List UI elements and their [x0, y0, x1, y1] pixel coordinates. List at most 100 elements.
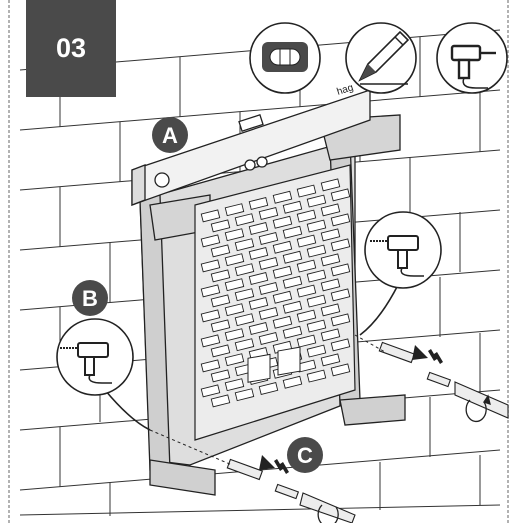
panel-hole	[258, 281, 279, 295]
panel-hole	[330, 338, 351, 352]
callout-b-disc	[72, 280, 108, 316]
panel-hole	[210, 344, 231, 358]
panel-hole	[272, 240, 293, 254]
panel-hole	[320, 203, 341, 217]
arrow-bottom-icon	[259, 455, 289, 474]
panel-hole	[272, 265, 293, 279]
panel-hole	[272, 290, 293, 304]
panel-hole	[248, 196, 269, 210]
panel-hole	[248, 246, 269, 260]
panel-hole	[234, 388, 255, 402]
panel-hole	[320, 303, 341, 317]
panel-hole	[210, 319, 231, 333]
drill-callout-right	[364, 211, 442, 289]
pencil-icon	[345, 22, 417, 94]
level-brand-text: hag	[336, 82, 355, 98]
screwdriver-rotate-icon-2	[317, 504, 339, 523]
panel-hole	[224, 328, 245, 342]
panel-hole	[320, 253, 341, 267]
panel-hole	[272, 190, 293, 204]
panel-hole	[282, 275, 303, 289]
panel-hole	[306, 219, 327, 233]
panel-hole	[296, 184, 317, 198]
panel-hole	[330, 313, 351, 327]
drill-callout-b	[56, 318, 134, 396]
panel-hole	[234, 313, 255, 327]
callout-c-disc	[287, 437, 323, 473]
callout-c-label: C	[297, 443, 313, 468]
panel-hole	[248, 221, 269, 235]
panel-hole	[210, 294, 231, 308]
panel-hole	[258, 206, 279, 220]
panel-hole	[224, 378, 245, 392]
panel-hole	[258, 231, 279, 245]
panel-hole	[282, 325, 303, 339]
panel-hole	[234, 263, 255, 277]
panel-hole	[248, 296, 269, 310]
panel-hole	[282, 300, 303, 314]
panel-hole	[296, 334, 317, 348]
spirit-level-icon	[249, 22, 321, 94]
panel-hole	[282, 225, 303, 239]
panel-hole	[296, 259, 317, 273]
panel-hole	[210, 394, 231, 408]
panel-hole	[224, 303, 245, 317]
arrow-right-icon	[412, 345, 443, 364]
panel-hole	[320, 228, 341, 242]
panel-hole	[248, 271, 269, 285]
panel-hole	[210, 219, 231, 233]
panel-hole	[306, 344, 327, 358]
panel-hole	[296, 209, 317, 223]
panel-hole	[200, 359, 221, 373]
panel-hole	[282, 250, 303, 264]
panel-hole	[200, 259, 221, 273]
panel-hole	[296, 234, 317, 248]
panel-hole	[306, 319, 327, 333]
panel-hole	[306, 369, 327, 383]
panel-hole	[330, 188, 351, 202]
perforated-panel	[194, 164, 356, 441]
panel-hole	[200, 284, 221, 298]
panel-hole	[258, 256, 279, 270]
callout-a-label: A	[162, 123, 178, 148]
panel-hole	[234, 238, 255, 252]
panel-hole	[320, 328, 341, 342]
panel-hole	[272, 315, 293, 329]
panel-hole	[210, 244, 231, 258]
panel-hole	[282, 200, 303, 214]
panel-hole	[258, 331, 279, 345]
panel-hole	[200, 384, 221, 398]
spirit-level	[131, 89, 371, 206]
panel-hole	[210, 269, 231, 283]
callout-b-label: B	[82, 286, 98, 311]
panel-hole	[224, 278, 245, 292]
panel-hole	[234, 213, 255, 227]
panel-hole	[330, 363, 351, 377]
panel-hole	[320, 278, 341, 292]
screwdriver-rotate-icon	[465, 394, 491, 423]
panel-hole	[296, 284, 317, 298]
panel-hole	[224, 353, 245, 367]
panel-hole	[306, 244, 327, 258]
panel-hole	[200, 334, 221, 348]
panel-hole	[320, 353, 341, 367]
panel-hole	[282, 375, 303, 389]
panel-hole	[272, 215, 293, 229]
panel-hole	[234, 338, 255, 352]
panel-hole	[224, 253, 245, 267]
panel-hole	[320, 178, 341, 192]
panel-hole	[306, 294, 327, 308]
panel-hole	[306, 194, 327, 208]
drill-icon	[436, 22, 508, 94]
panel-hole	[258, 381, 279, 395]
panel-hole	[330, 213, 351, 227]
anchor-bottom	[226, 458, 356, 523]
panel-hole	[224, 203, 245, 217]
panel-hole	[296, 309, 317, 323]
panel-hole	[330, 238, 351, 252]
panel-hole	[210, 369, 231, 383]
panel-hole	[200, 309, 221, 323]
panel-hole	[224, 228, 245, 242]
